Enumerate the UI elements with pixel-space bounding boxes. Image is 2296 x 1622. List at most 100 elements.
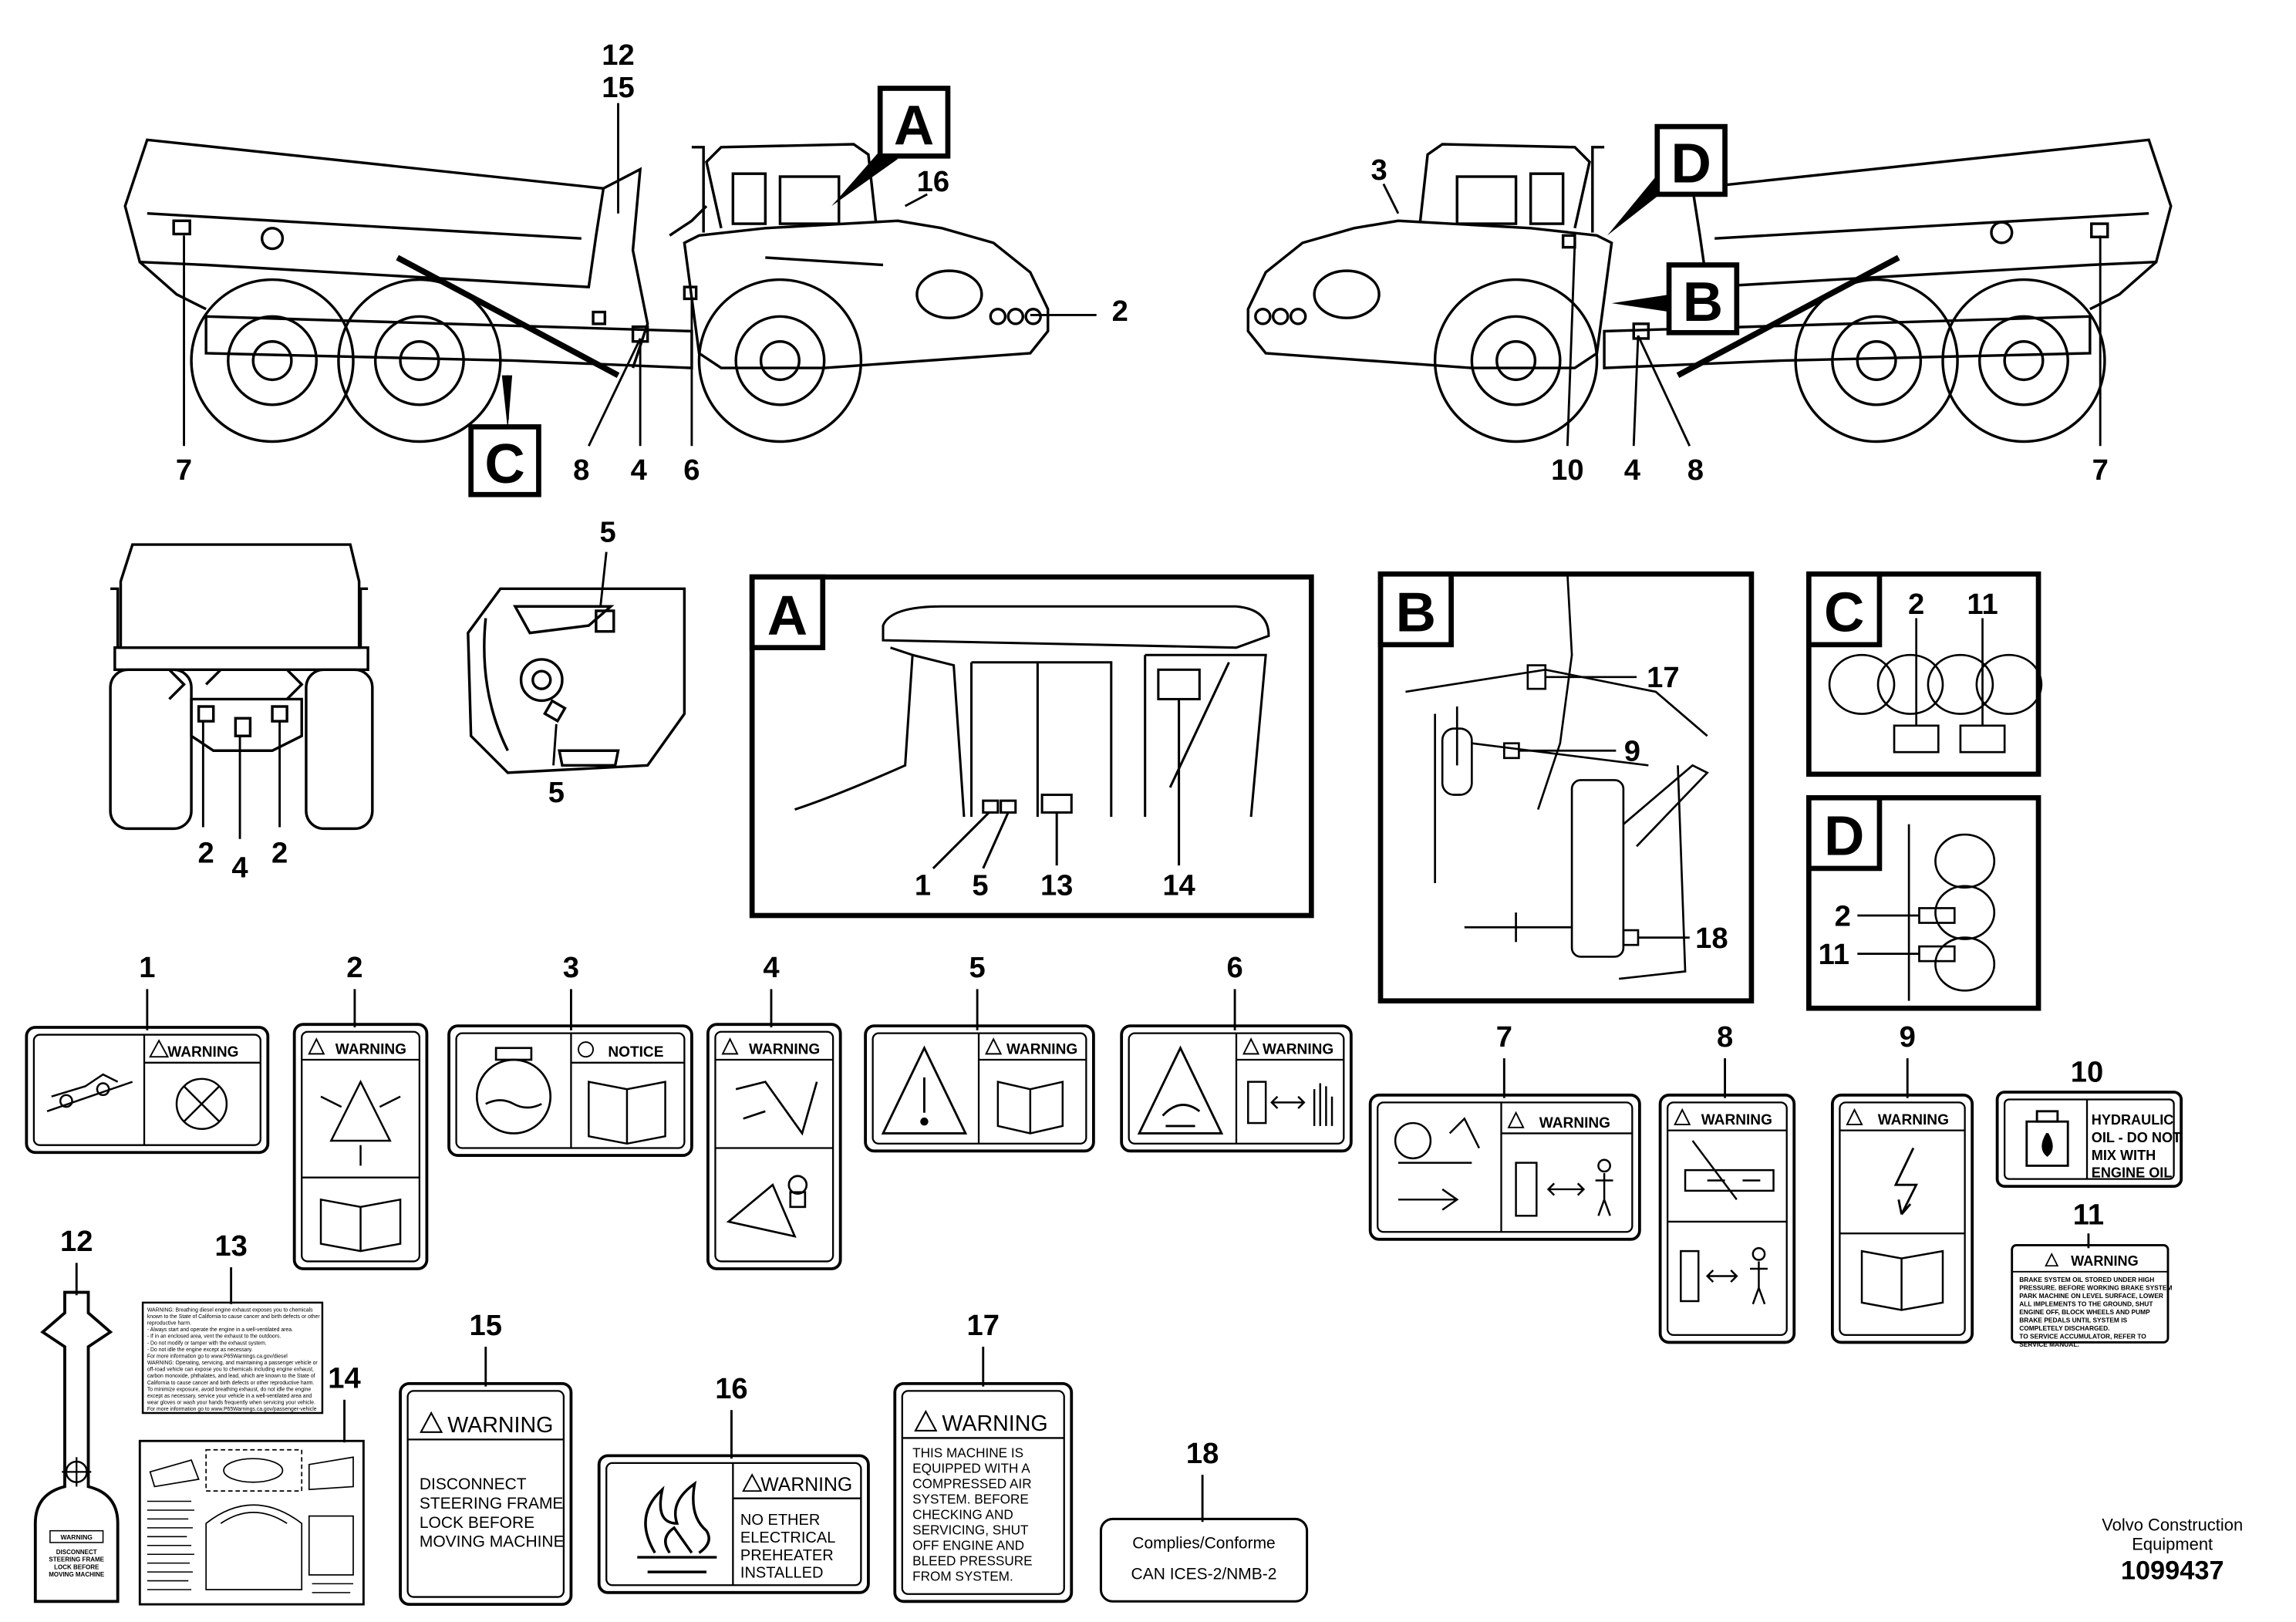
svg-text:3: 3 [563,951,579,984]
svg-text:1: 1 [139,951,155,984]
svg-text:C: C [484,433,524,495]
svg-text:4: 4 [231,851,248,884]
detail-view-a: A 1 5 13 14 [749,574,1314,919]
svg-text:HYDRAULIC: HYDRAULIC [2092,1112,2174,1128]
svg-text:MIX WITH: MIX WITH [2092,1148,2156,1163]
svg-text:BRAKE PEDALS UNTIL SYSTEM IS: BRAKE PEDALS UNTIL SYSTEM IS [2019,1317,2127,1324]
svg-text:- Do not modify or tamper with: - Do not modify or tamper with the exhau… [147,1340,267,1346]
svg-text:15: 15 [602,71,634,104]
manual-icon [319,1198,402,1253]
svg-text:5: 5 [548,776,565,809]
svg-text:8: 8 [1687,454,1704,487]
svg-text:LOCK BEFORE: LOCK BEFORE [420,1514,534,1532]
svg-text:4: 4 [763,951,780,984]
svg-text:MOVING MACHINE: MOVING MACHINE [49,1571,105,1578]
svg-text:18: 18 [1186,1437,1219,1470]
part-number: 1099437 [2121,1556,2224,1586]
svg-text:2: 2 [198,836,214,869]
svg-text:SERVICING, SHUT: SERVICING, SHUT [912,1522,1029,1537]
svg-text:5: 5 [600,515,616,548]
svg-text:MOVING MACHINE: MOVING MACHINE [420,1533,565,1551]
decal-7: 7 WARNING [1368,1020,1641,1241]
decal-3: 3 NOTICE [447,951,693,1157]
decal-17: 17 WARNING THIS MACHINE IS EQUIPPED WITH… [893,1309,1074,1603]
svg-text:11: 11 [1819,938,1849,971]
service-chart-icon [149,1448,354,1590]
svg-text:ENGINE OFF, BLOCK WHEELS AND P: ENGINE OFF, BLOCK WHEELS AND PUMP [2019,1308,2150,1316]
manual-icon [996,1081,1064,1135]
svg-text:PARK MACHINE ON LEVEL SURFACE,: PARK MACHINE ON LEVEL SURFACE, LOWER [2019,1292,2163,1300]
svg-text:SYSTEM. BEFORE: SYSTEM. BEFORE [912,1491,1029,1506]
oil-can-icon [2025,1110,2069,1167]
decal-11: 11 WARNING BRAKE SYSTEM OIL STORED UNDER… [2011,1199,2172,1348]
svg-text:California to cause cancer and: California to cause cancer and birth def… [147,1381,315,1386]
svg-text:OFF ENGINE AND: OFF ENGINE AND [912,1537,1024,1553]
svg-text:EQUIPPED WITH A: EQUIPPED WITH A [912,1460,1030,1475]
decal-18: 18 Complies/Conforme CAN ICES-2/NMB-2 [1099,1437,1309,1603]
callouts-steering: 5 5 [548,515,616,809]
svg-text:INSTALLED: INSTALLED [740,1565,824,1582]
decal-4: 4 WARNING [706,951,842,1270]
decal-12: 12 WARNING DISCONNECT STEERING FRAME LOC… [33,1225,120,1603]
svg-text:WARNING: WARNING [335,1041,406,1057]
svg-text:WARNING: WARNING [1263,1041,1333,1057]
svg-text:10: 10 [1551,454,1583,487]
decal-15: 15 WARNING DISCONNECT STEERING FRAME LOC… [399,1309,573,1607]
electric-icon [1893,1147,1918,1216]
svg-text:THIS MACHINE IS: THIS MACHINE IS [912,1445,1023,1460]
callouts-truck-left: 12 15 16 2 7 8 4 6 [176,39,1128,487]
svg-text:11: 11 [1967,588,1998,621]
lock-icon [726,1081,818,1238]
decal-14: 14 [138,1362,365,1606]
keep-away-icon [1680,1247,1768,1305]
svg-text:4: 4 [1624,454,1641,487]
svg-text:8: 8 [1717,1020,1733,1054]
svg-text:12: 12 [60,1225,93,1258]
svg-text:3: 3 [1371,153,1387,187]
coolant-icon [475,1047,552,1135]
svg-text:14: 14 [1162,868,1195,902]
decal-6: 6 WARNING [1120,951,1353,1153]
svg-text:STEERING FRAME: STEERING FRAME [420,1495,564,1512]
svg-text:wear gloves or wash your hands: wear gloves or wash your hands frequentl… [147,1401,315,1406]
svg-text:9: 9 [1624,735,1640,768]
svg-text:WARNING: Operating, servicing,: WARNING: Operating, servicing, and maint… [147,1361,319,1366]
svg-text:ENGINE OIL: ENGINE OIL [2092,1165,2173,1181]
svg-text:D: D [1671,133,1711,195]
svg-text:11: 11 [2073,1199,2104,1232]
svg-text:WARNING: WARNING [1701,1112,1772,1128]
truck-leader-lines [183,103,2102,447]
runover-icon [1394,1117,1480,1211]
crush-icon [1684,1140,1775,1201]
truck-right-side-view [1246,138,2173,443]
decal-13: 13 WARNING: Breathing diesel engine exha… [141,1229,324,1415]
truck-left-side-view [123,138,1050,443]
svg-text:13: 13 [214,1229,247,1263]
svg-text:For more information go to www: For more information go to www.P65Warnin… [147,1354,288,1359]
svg-text:To minimize exposure, avoid br: To minimize exposure, avoid breathing ex… [147,1387,312,1392]
svg-text:DISCONNECT: DISCONNECT [56,1549,97,1556]
svg-text:ALL IMPLEMENTS TO THE GROUND,: ALL IMPLEMENTS TO THE GROUND, SHUT [2019,1300,2153,1308]
decal-8: 8 WARNING [1658,1020,1796,1344]
truck-rear-view [109,543,374,839]
view-pointers [501,147,1671,430]
alert-triangle-icon [881,1045,968,1135]
svg-text:SERVICE MANUAL.: SERVICE MANUAL. [2019,1340,2079,1348]
svg-text:6: 6 [683,454,700,487]
detail-view-b: B 17 9 18 [1377,571,1755,1004]
svg-text:16: 16 [715,1372,747,1405]
svg-text:LOCK BEFORE: LOCK BEFORE [54,1563,99,1570]
no-steer-icon [46,1073,228,1130]
svg-text:WARNING: WARNING [1878,1112,1949,1128]
svg-text:For more information go to www: For more information go to www.P65Warnin… [147,1407,317,1412]
svg-text:18: 18 [1695,922,1728,955]
svg-text:NOTICE: NOTICE [608,1044,663,1061]
view-marker-d: D [1654,123,1728,197]
svg-text:PREHEATER: PREHEATER [740,1547,834,1564]
svg-text:WARNING: WARNING [1539,1115,1610,1131]
svg-text:2: 2 [346,951,362,984]
svg-text:B: B [1683,271,1723,333]
svg-text:- If in an enclosed area, vent: - If in an enclosed area, vent the exhau… [147,1334,282,1340]
decal-5: 5 WARNING [864,951,1095,1153]
